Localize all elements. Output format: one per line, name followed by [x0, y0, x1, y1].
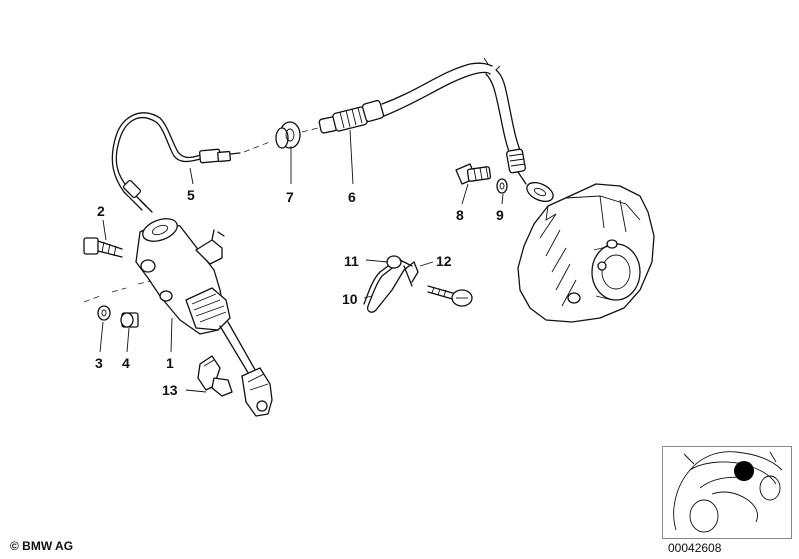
- brake-pipe-part-5: [111, 112, 241, 213]
- hose-clamp-part-13: [197, 355, 233, 397]
- copyright-text: © BMW AG: [10, 539, 74, 553]
- master-cylinder-part-1: [135, 218, 273, 417]
- centerline-upper-2: [301, 127, 319, 133]
- banjo-bolt-part-8: [455, 163, 492, 185]
- motorcycle-locator-thumbnail: [673, 451, 783, 533]
- callout-11: 11: [344, 253, 359, 269]
- callout-6: 6: [348, 189, 356, 205]
- grommet-part-7: [275, 121, 301, 149]
- centerline-upper: [243, 140, 273, 153]
- pin-part-11: [386, 255, 413, 269]
- washer-part-9: [496, 178, 508, 194]
- washer-part-3: [97, 305, 111, 321]
- screw-part-12: [427, 285, 473, 307]
- brake-hose-part-6: [318, 57, 554, 203]
- brake-caliper: [517, 183, 655, 323]
- callout-1: 1: [166, 355, 174, 371]
- callout-9: 9: [496, 207, 504, 223]
- callout-4: 4: [122, 355, 130, 371]
- leader-lines: [99, 129, 504, 393]
- callout-7: 7: [286, 189, 294, 205]
- callout-3: 3: [95, 355, 103, 371]
- callout-10: 10: [342, 291, 358, 307]
- spring-clip-part-10: [363, 259, 419, 313]
- locator-frame: [662, 446, 792, 539]
- callout-13: 13: [162, 382, 178, 398]
- callout-2: 2: [97, 203, 105, 219]
- bolt-part-2: [83, 237, 123, 258]
- callout-5: 5: [187, 187, 195, 203]
- nut-part-4: [120, 312, 139, 328]
- callout-12: 12: [436, 253, 452, 269]
- image-number: 00042608: [668, 541, 722, 555]
- callout-8: 8: [456, 207, 464, 223]
- highlight-dot: [734, 461, 754, 481]
